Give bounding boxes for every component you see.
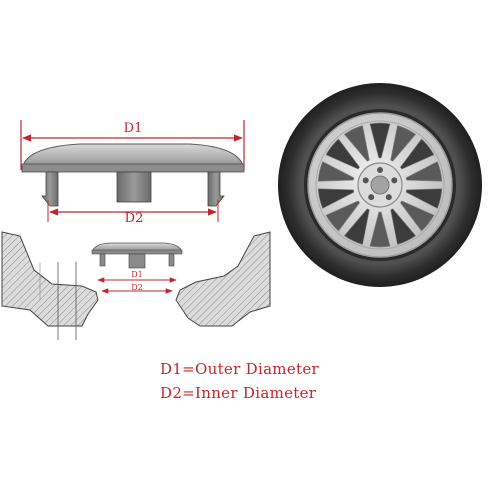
spoke-window	[343, 208, 370, 245]
d1-label: D1	[124, 121, 143, 136]
section-cap-clip-left	[99, 253, 106, 267]
d2-label: D2	[125, 211, 144, 226]
section-cap-band	[91, 249, 183, 255]
lug-hole	[368, 194, 375, 201]
spoke-window	[405, 161, 443, 182]
spoke-window	[325, 200, 361, 232]
lug-hole	[385, 194, 392, 201]
cap-rim-band	[21, 163, 245, 173]
cap-side-view: D1 D2	[20, 120, 245, 226]
spoke-window	[317, 161, 355, 182]
spoke-window	[343, 125, 370, 162]
spoke-window	[399, 138, 435, 170]
spoke-window	[390, 208, 417, 245]
cap-dome	[21, 143, 245, 171]
hub-section-left	[1, 231, 99, 327]
rim-inner-ring	[315, 120, 445, 250]
legend-outer-diameter: D1=Outer Diameter	[160, 360, 319, 378]
rim-spoke-windows	[317, 122, 443, 248]
cap-center-post	[116, 171, 152, 203]
section-d2-label: D2	[131, 283, 143, 292]
spoke-window	[369, 211, 391, 248]
lug-hole	[391, 177, 398, 184]
lug-hole	[362, 177, 369, 184]
hub-section-view: D1 D2	[1, 231, 271, 340]
wheel-illustration	[278, 83, 482, 287]
lug-nut-holes	[362, 167, 398, 201]
section-cap-clip-right	[168, 253, 175, 267]
section-d1-label: D1	[131, 270, 143, 279]
wheel-center-bore	[370, 175, 390, 195]
lug-hole	[377, 167, 383, 173]
spoke-window	[317, 188, 355, 209]
legend-inner-diameter: D2=Inner Diameter	[160, 384, 317, 402]
spoke-window	[399, 200, 435, 232]
spoke-window	[369, 122, 391, 159]
cap-clip-left	[41, 171, 59, 207]
hub-section-right	[175, 231, 271, 327]
cap-clip-right	[207, 171, 225, 207]
spoke-window	[390, 125, 417, 162]
section-cap-post	[128, 253, 146, 269]
spoke-window	[405, 188, 443, 209]
spoke-window	[325, 138, 361, 170]
